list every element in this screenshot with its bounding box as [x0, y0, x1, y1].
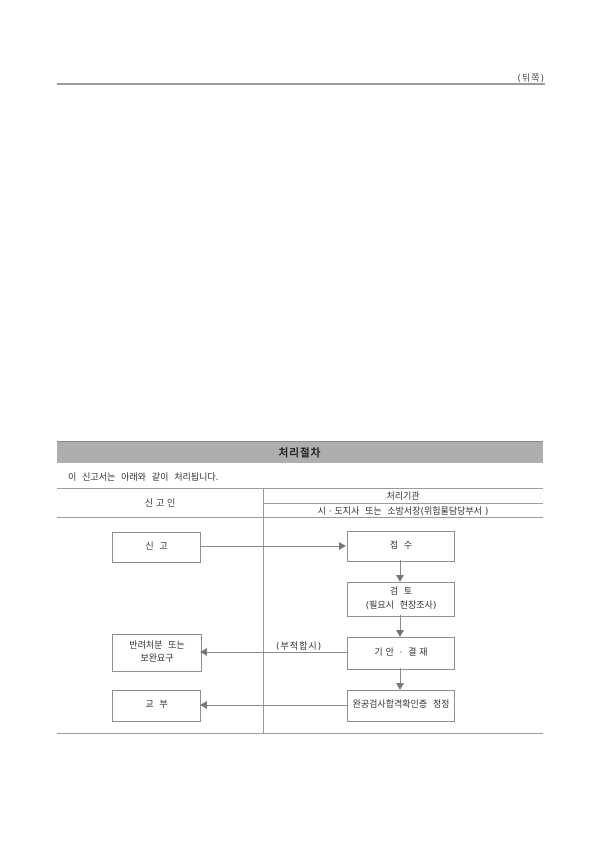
top-rule	[57, 83, 545, 85]
arrow-report-to-receipt-head	[339, 542, 346, 550]
table-top-line	[57, 488, 543, 489]
arrow-review-to-draft	[400, 615, 401, 631]
table-bottom-line	[57, 733, 543, 734]
procedure-title-bar: 처리절차	[57, 441, 543, 463]
header-bottom-line	[57, 517, 543, 518]
procedure-intro: 이 신고서는 아래와 같이 처리됩니다.	[68, 473, 219, 483]
arrow-report-to-receipt	[200, 546, 340, 547]
flow-box-report: 신 고	[112, 532, 201, 563]
arrow-draft-to-rejection-head	[200, 648, 207, 656]
flow-box-review-label2: (필요시 현장조사)	[365, 600, 437, 611]
back-side-label: (뒤쪽)	[517, 74, 545, 84]
flow-box-draft-approval-label: 기 안 · 결 재	[374, 647, 428, 658]
flow-box-rejection: 반려처분 또는 보완요구	[112, 634, 202, 672]
arrow-draft-to-certificate-head	[396, 683, 404, 690]
flow-box-receipt: 접 수	[347, 531, 455, 562]
arrow-draft-to-certificate	[400, 668, 401, 684]
column-header-reporter: 신 고 인	[144, 499, 176, 509]
arrow-certificate-to-issuance	[207, 705, 347, 706]
arrow-receipt-to-review	[400, 560, 401, 576]
unsuitable-condition-label: (부적합시)	[276, 642, 323, 652]
flow-box-rejection-label1: 반려처분 또는	[129, 640, 185, 651]
flow-box-draft-approval: 기 안 · 결 재	[347, 637, 455, 670]
arrow-review-to-draft-head	[396, 630, 404, 637]
flow-box-rejection-label2: 보완요구	[140, 654, 174, 664]
flow-box-review-label1: 검 토	[389, 587, 413, 597]
flow-box-issuance: 교 부	[112, 690, 201, 722]
procedure-title: 처리절차	[278, 447, 322, 459]
flow-box-report-label: 신 고	[145, 541, 168, 552]
column-subheader-agency: 시 · 도지사 또는 소방서장(위험물담당부서 )	[317, 506, 489, 517]
flow-box-review: 검 토 (필요시 현장조사)	[347, 582, 455, 617]
arrow-draft-to-rejection	[207, 652, 347, 653]
right-subheader-line	[263, 503, 543, 504]
arrow-certificate-to-issuance-head	[200, 701, 207, 709]
arrow-receipt-to-review-head	[396, 575, 404, 582]
flow-box-issuance-label: 교 부	[145, 700, 168, 711]
column-header-agency: 처리기관	[386, 492, 420, 502]
flow-box-receipt-label: 접 수	[389, 540, 413, 551]
flow-box-certificate-correction-label: 완공검사합격확인증 정정	[352, 700, 450, 711]
column-divider	[263, 488, 264, 733]
flow-box-certificate-correction: 완공검사합격확인증 정정	[347, 690, 455, 722]
